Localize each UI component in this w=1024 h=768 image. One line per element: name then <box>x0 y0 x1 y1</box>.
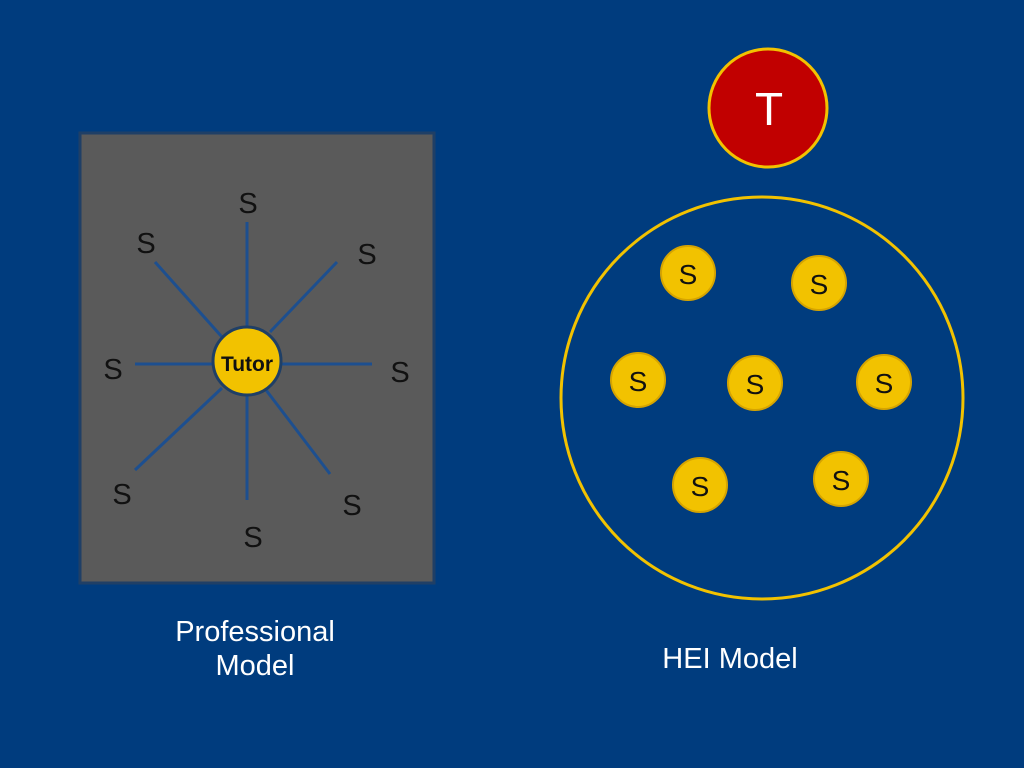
hei-model-caption: HEI Model <box>662 643 798 675</box>
hei-student-1: S <box>660 245 716 301</box>
hei-model-diagram: T S S S S S <box>559 47 965 601</box>
tutor-hub-label: Tutor <box>221 353 273 376</box>
spoke-top-left <box>153 261 224 338</box>
spoke-bottom-left <box>133 386 224 472</box>
prof-student-bottom-right: S <box>342 490 361 522</box>
student-group-circle <box>559 195 965 601</box>
hei-student-4-label: S <box>746 369 765 400</box>
spokes <box>133 222 372 500</box>
spoke-top-right <box>268 260 339 334</box>
prof-student-right: S <box>390 357 409 389</box>
hei-student-6-label: S <box>691 471 710 502</box>
prof-student-top-right: S <box>357 239 376 271</box>
hei-student-3-label: S <box>629 366 648 397</box>
hei-student-2-label: S <box>810 269 829 300</box>
prof-student-top: S <box>238 188 257 220</box>
hei-student-6: S <box>672 457 728 513</box>
tutor-node-label: T <box>755 83 783 135</box>
prof-student-bottom: S <box>243 522 262 554</box>
hei-student-1-label: S <box>679 259 698 290</box>
hei-student-2: S <box>791 255 847 311</box>
hei-student-3: S <box>610 352 666 408</box>
professional-model-caption: Professional Model <box>140 615 370 683</box>
professional-model-diagram: Tutor S S S S S S S S <box>78 131 436 585</box>
prof-student-left: S <box>103 354 122 386</box>
professional-model-caption-line2: Model <box>215 650 295 682</box>
hei-student-7-label: S <box>832 465 851 496</box>
prof-student-bottom-left: S <box>112 479 131 511</box>
prof-student-top-left: S <box>136 228 155 260</box>
hei-student-5-label: S <box>875 368 894 399</box>
hei-student-4: S <box>727 355 783 411</box>
spoke-bottom-right <box>264 389 332 475</box>
hei-student-7: S <box>813 451 869 507</box>
tutor-hub <box>211 325 283 397</box>
hei-students: S S S S S S S <box>610 245 912 513</box>
tutor-node <box>707 47 829 169</box>
professional-model-caption-line1: Professional <box>175 616 335 648</box>
hei-student-5: S <box>856 354 912 410</box>
